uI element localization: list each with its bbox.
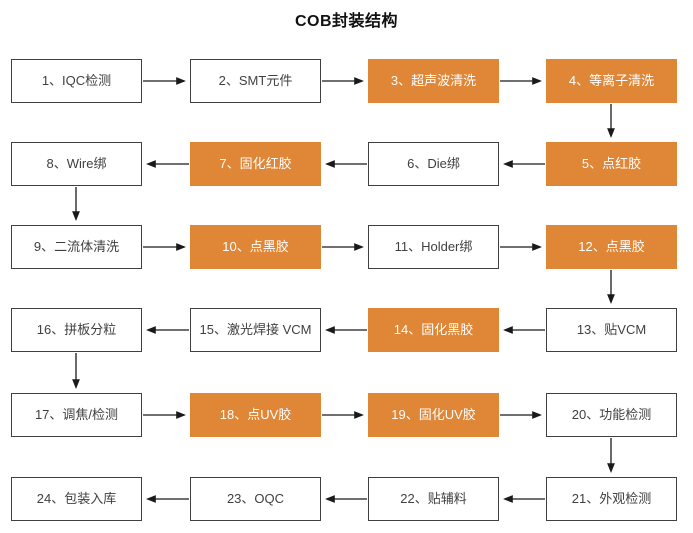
node-14-black-glue-cure: 14、固化黑胶	[368, 308, 499, 352]
node-11-holder-bond: 11、Holder绑	[368, 225, 499, 269]
node-21-visual-inspection: 21、外观检测	[546, 477, 677, 521]
page-title: COB封装结构	[294, 13, 399, 30]
node-13-vcm-attach: 13、贴VCM	[546, 308, 677, 352]
node-4-plasma-clean: 4、等离子清洗	[546, 59, 677, 103]
node-10-black-glue-dispense: 10、点黑胶	[190, 225, 321, 269]
node-12-black-glue-dispense: 12、点黑胶	[546, 225, 677, 269]
node-9-two-fluid-clean: 9、二流体清洗	[11, 225, 142, 269]
node-19-uv-glue-cure: 19、固化UV胶	[368, 393, 499, 437]
node-23-oqc: 23、OQC	[190, 477, 321, 521]
node-3-ultrasonic-clean: 3、超声波清洗	[368, 59, 499, 103]
node-24-packing-storage: 24、包装入库	[11, 477, 142, 521]
node-16-panel-singulation: 16、拼板分粒	[11, 308, 142, 352]
node-20-function-test: 20、功能检测	[546, 393, 677, 437]
node-8-wire-bond: 8、Wire绑	[11, 142, 142, 186]
node-17-focus-inspection: 17、调焦/检测	[11, 393, 142, 437]
node-6-die-bond: 6、Die绑	[368, 142, 499, 186]
node-15-laser-weld-vcm: 15、激光焊接 VCM	[190, 308, 321, 352]
node-22-auxiliary-attach: 22、贴辅料	[368, 477, 499, 521]
node-18-uv-glue-dispense: 18、点UV胶	[190, 393, 321, 437]
node-5-red-glue-dispense: 5、点红胶	[546, 142, 677, 186]
node-7-red-glue-cure: 7、固化红胶	[190, 142, 321, 186]
node-1-iqc-inspection: 1、IQC检测	[11, 59, 142, 103]
node-2-smt-components: 2、SMT元件	[190, 59, 321, 103]
